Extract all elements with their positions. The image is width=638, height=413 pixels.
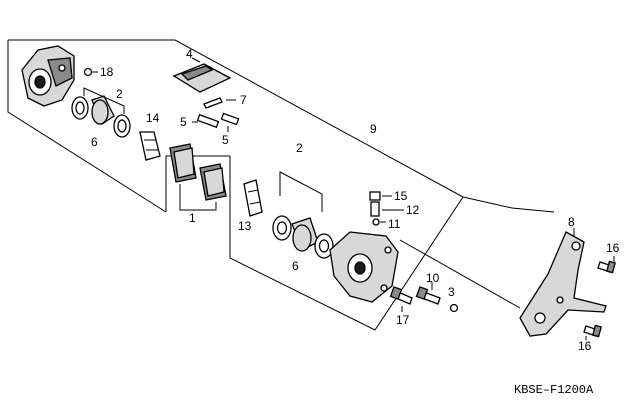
callout-2-lower: 2 (296, 141, 303, 155)
callout-4: 4 (186, 47, 193, 61)
callout-labels: 18 4 2 7 5 5 14 6 9 2 1 13 15 12 11 8 6 … (91, 47, 620, 353)
callout-6-upper: 6 (91, 135, 98, 149)
pad-pins-part-5 (192, 112, 240, 132)
caliper-body-inner (329, 231, 399, 303)
bleeder-assembly (369, 191, 404, 226)
callout-14: 14 (146, 111, 160, 125)
callout-5-a: 5 (180, 115, 187, 129)
callout-10: 10 (426, 271, 440, 285)
washer-part-18 (83, 67, 98, 77)
piston-seal-set-lower (272, 171, 334, 259)
callout-15: 15 (394, 189, 408, 203)
callout-11: 11 (388, 217, 401, 231)
diagram-code: KBSE–F1200A (514, 383, 594, 397)
callout-8: 8 (568, 215, 575, 229)
callout-12: 12 (406, 203, 420, 217)
pad-spring-part-4 (172, 57, 232, 93)
piston-seal-set-upper (71, 87, 131, 138)
pad-retainer-part-14 (139, 131, 161, 161)
caliper-body-outer (21, 45, 75, 107)
callout-16-upper: 16 (606, 241, 620, 255)
callout-2-upper: 2 (116, 87, 123, 101)
pad-retainer-part-13 (243, 179, 263, 217)
callout-3: 3 (448, 285, 455, 299)
callout-1: 1 (189, 211, 196, 225)
mounting-bolts (389, 282, 459, 313)
callout-17: 17 (396, 313, 410, 327)
callout-9: 9 (370, 122, 377, 136)
brake-pad-set-part-1 (169, 143, 227, 211)
callout-13: 13 (238, 219, 252, 233)
callout-6-lower: 6 (292, 259, 299, 273)
bracket-bolts-part-16 (583, 256, 616, 340)
caliper-bracket-part-8 (399, 196, 607, 337)
callout-5-b: 5 (222, 133, 229, 147)
callout-18: 18 (100, 65, 114, 79)
callout-7: 7 (240, 93, 247, 107)
clip-part-7 (203, 97, 236, 109)
callout-16-lower: 16 (578, 339, 592, 353)
assembly-outline (7, 39, 464, 331)
